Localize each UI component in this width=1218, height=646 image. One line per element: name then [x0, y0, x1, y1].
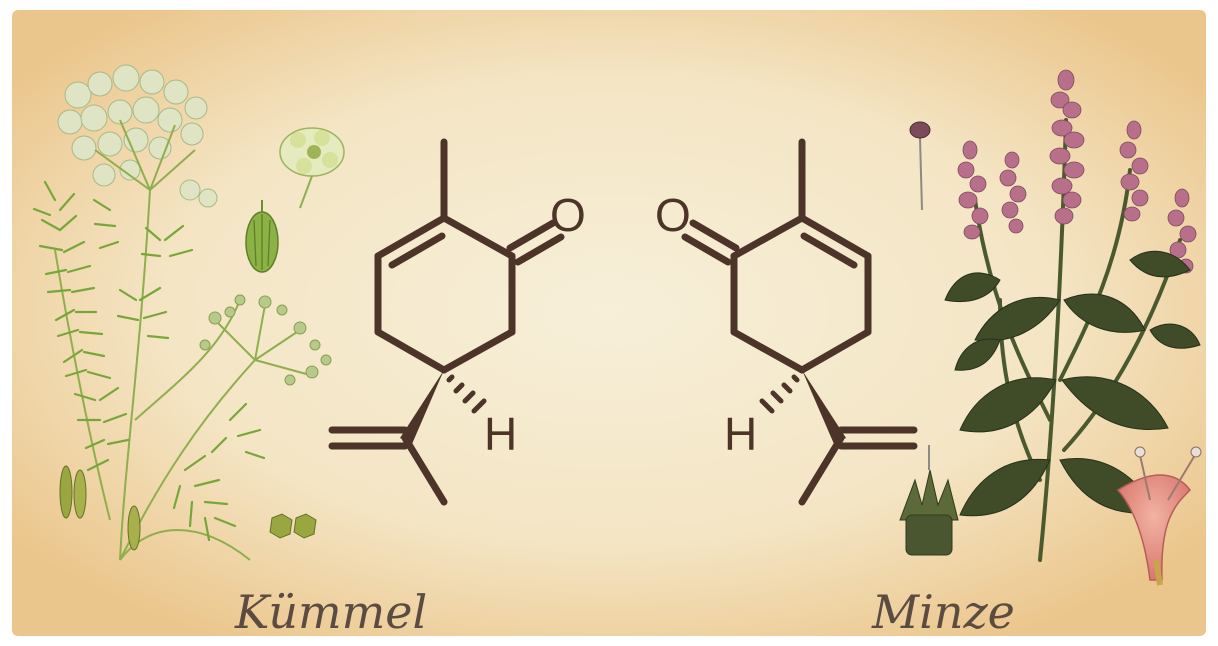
mint-plant-illustration	[899, 69, 1202, 586]
mint-calyx-detail	[899, 445, 959, 556]
left-carvone-molecule: O H	[328, 138, 586, 506]
mint-flower-detail	[1116, 446, 1202, 586]
mint-caption: Minze	[871, 585, 1015, 639]
right-hashed-bond	[759, 374, 800, 414]
left-hashed-bond	[446, 374, 487, 414]
left-oxygen-label: O	[550, 189, 586, 241]
caraway-caption: Kümmel	[234, 585, 427, 639]
right-hydrogen-label: H	[724, 408, 757, 460]
caraway-fruit-detail	[245, 200, 279, 273]
right-oxygen-label: O	[655, 189, 691, 241]
right-carvone-molecule: O H	[655, 138, 918, 506]
caraway-umbel	[57, 64, 218, 208]
mint-flower-spikes	[957, 69, 1197, 274]
left-hydrogen-label: H	[484, 408, 517, 460]
left-wedge-bond	[400, 370, 444, 444]
caraway-plant-illustration	[32, 64, 345, 561]
caraway-seeds	[59, 465, 317, 551]
right-wedge-bond	[802, 370, 846, 444]
mint-bud-detail	[909, 121, 931, 211]
caraway-flower-detail	[279, 127, 345, 209]
